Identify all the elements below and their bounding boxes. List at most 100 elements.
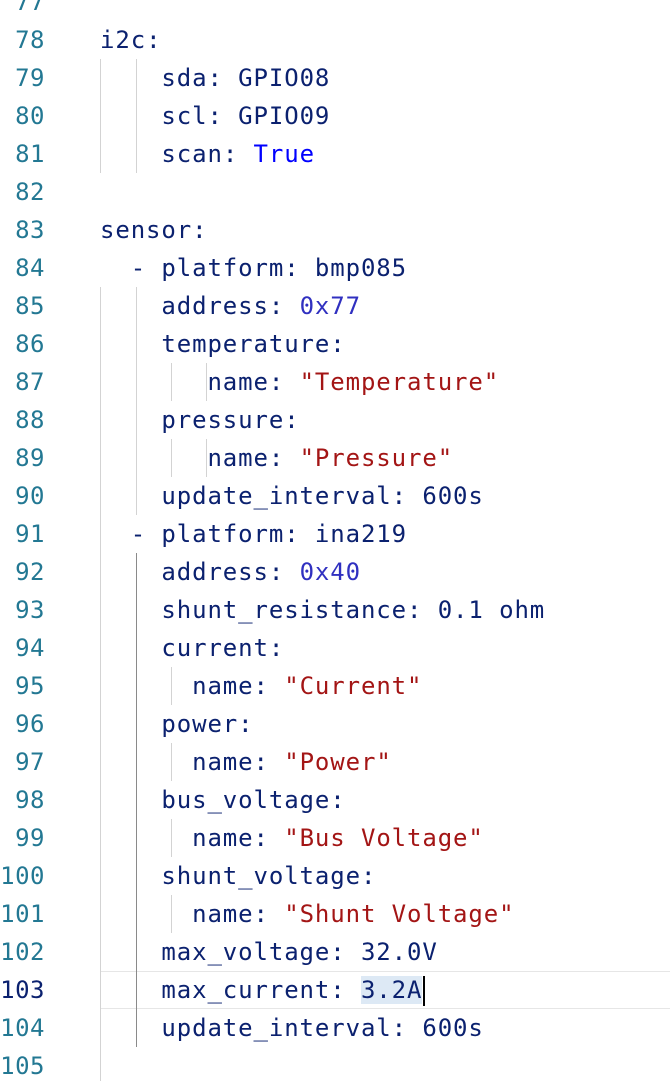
indent-space xyxy=(100,781,161,819)
line-code[interactable]: update_interval: 600s xyxy=(100,477,484,515)
yaml-value: : xyxy=(253,824,285,852)
line-code[interactable]: name: "Pressure" xyxy=(100,439,453,477)
line-code[interactable]: shunt_voltage: xyxy=(100,857,376,895)
indent-space xyxy=(100,553,161,591)
code-line[interactable]: 103 max_current: 3.2A xyxy=(0,971,670,1009)
indent-guide-line xyxy=(100,287,101,1081)
code-line[interactable]: 77 xyxy=(0,0,670,21)
code-line[interactable]: 86 temperature: xyxy=(0,325,670,363)
line-code[interactable]: sda: GPIO08 xyxy=(100,59,330,97)
yaml-value: ina219 xyxy=(314,520,408,548)
yaml-value: : xyxy=(268,634,285,662)
code-line[interactable]: 91 - platform: ina219 xyxy=(0,515,670,553)
line-code[interactable]: max_current: 3.2A xyxy=(100,971,426,1009)
line-code[interactable]: temperature: xyxy=(100,325,346,363)
yaml-key: name xyxy=(192,900,254,928)
yaml-value: : xyxy=(253,900,285,928)
code-line[interactable]: 92 address: 0x40 xyxy=(0,553,670,591)
line-code[interactable]: scl: GPIO09 xyxy=(100,97,330,135)
code-line[interactable]: 101 name: "Shunt Voltage" xyxy=(0,895,670,933)
code-line[interactable]: 93 shunt_resistance: 0.1 ohm xyxy=(0,591,670,629)
line-number: 96 xyxy=(15,710,45,738)
yaml-value: : xyxy=(268,368,300,396)
code-line[interactable]: 102 max_voltage: 32.0V xyxy=(0,933,670,971)
yaml-key: name xyxy=(192,748,254,776)
line-code[interactable]: name: "Current" xyxy=(100,667,422,705)
code-line[interactable]: 90 update_interval: 600s xyxy=(0,477,670,515)
yaml-key: platform xyxy=(161,520,285,548)
line-number: 98 xyxy=(15,786,45,814)
line-code[interactable]: sensor: xyxy=(100,211,207,249)
yaml-value: : xyxy=(391,1014,423,1042)
yaml-value: : xyxy=(253,748,285,776)
line-number: 79 xyxy=(15,64,45,92)
code-line[interactable]: 88 pressure: xyxy=(0,401,670,439)
line-code[interactable]: current: xyxy=(100,629,284,667)
yaml-value: : xyxy=(407,596,438,624)
line-number: 102 xyxy=(0,938,45,966)
line-code[interactable]: address: 0x40 xyxy=(100,553,361,591)
indent-guide-line xyxy=(171,363,172,401)
indent-guide-line xyxy=(171,895,172,933)
code-line[interactable]: 99 name: "Bus Voltage" xyxy=(0,819,670,857)
yaml-key: sda xyxy=(161,64,208,92)
line-number: 104 xyxy=(0,1014,45,1042)
line-code[interactable]: max_voltage: 32.0V xyxy=(100,933,438,971)
line-code[interactable]: - platform: ina219 xyxy=(100,515,407,553)
indent-space xyxy=(100,971,161,1009)
line-number: 95 xyxy=(15,672,45,700)
line-code[interactable]: name: "Shunt Voltage" xyxy=(100,895,514,933)
line-code[interactable]: shunt_resistance: 0.1 ohm xyxy=(100,591,545,629)
code-line[interactable]: 82 xyxy=(0,173,670,211)
code-line[interactable]: 89 name: "Pressure" xyxy=(0,439,670,477)
yaml-value: : xyxy=(330,976,361,1004)
yaml-key: scan xyxy=(161,140,223,168)
code-line[interactable]: 95 name: "Current" xyxy=(0,667,670,705)
code-line[interactable]: 81 scan: True xyxy=(0,135,670,173)
line-code[interactable]: name: "Power" xyxy=(100,743,392,781)
line-code[interactable]: scan: True xyxy=(100,135,315,173)
code-line[interactable]: 94 current: xyxy=(0,629,670,667)
line-code[interactable]: name: "Bus Voltage" xyxy=(100,819,484,857)
yaml-value: 32.0V xyxy=(360,938,438,966)
indent-space xyxy=(100,667,192,705)
yaml-key: address xyxy=(161,292,269,320)
line-code[interactable]: pressure: xyxy=(100,401,300,439)
line-code[interactable]: address: 0x77 xyxy=(100,287,361,325)
yaml-value: 600s xyxy=(422,1014,484,1042)
line-code[interactable]: - platform: bmp085 xyxy=(100,249,407,287)
line-code[interactable]: i2c: xyxy=(100,21,161,59)
code-line[interactable]: 100 shunt_voltage: xyxy=(0,857,670,895)
yaml-key: name xyxy=(207,444,269,472)
yaml-string: "Power" xyxy=(284,748,392,776)
indent-space xyxy=(100,857,161,895)
code-line[interactable]: 80 scl: GPIO09 xyxy=(0,97,670,135)
yaml-value: - xyxy=(130,254,162,282)
code-line[interactable]: 98 bus_voltage: xyxy=(0,781,670,819)
code-line[interactable]: 104 update_interval: 600s xyxy=(0,1009,670,1047)
selected-text: 3.2A xyxy=(360,976,423,1004)
yaml-key: update_interval xyxy=(161,482,392,510)
yaml-value: : xyxy=(360,862,377,890)
code-line[interactable]: 85 address: 0x77 xyxy=(0,287,670,325)
current-line-highlight xyxy=(100,971,670,1009)
indent-space xyxy=(100,933,161,971)
line-number: 84 xyxy=(15,254,45,282)
line-code[interactable]: name: "Temperature" xyxy=(100,363,499,401)
line-code[interactable]: bus_voltage: xyxy=(100,781,346,819)
line-number: 80 xyxy=(15,102,45,130)
yaml-key: max_voltage xyxy=(161,938,331,966)
code-line[interactable]: 87 name: "Temperature" xyxy=(0,363,670,401)
yaml-value: bmp085 xyxy=(314,254,408,282)
code-line[interactable]: 97 name: "Power" xyxy=(0,743,670,781)
code-line[interactable]: 105 xyxy=(0,1047,670,1081)
indent-space xyxy=(100,363,207,401)
line-code[interactable]: power: xyxy=(100,705,254,743)
code-line[interactable]: 79 sda: GPIO08 xyxy=(0,59,670,97)
code-line[interactable]: 84 - platform: bmp085 xyxy=(0,249,670,287)
line-code[interactable]: update_interval: 600s xyxy=(100,1009,484,1047)
code-line[interactable]: 96 power: xyxy=(0,705,670,743)
